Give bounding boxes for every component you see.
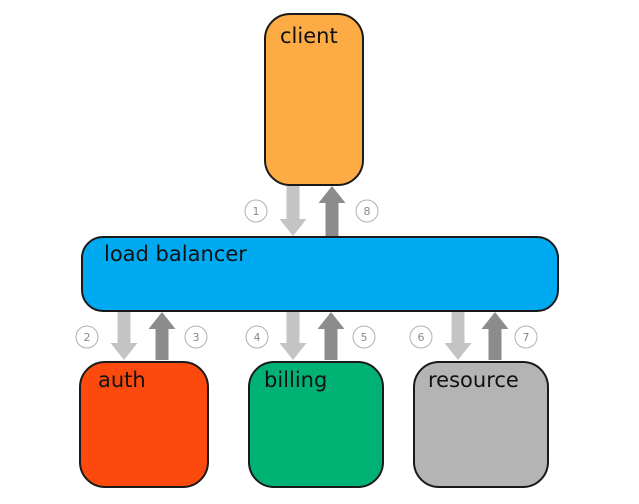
step-5-arrow [317,312,345,360]
step-3-arrow [148,312,176,360]
step-2-badge [75,325,99,349]
auth-node-label: auth [98,368,146,392]
step-4-number: 4 [254,331,261,344]
load-balancer-node: load balancer [81,236,559,312]
billing-node-label: billing [264,368,328,392]
auth-node: auth [79,361,209,488]
step-6-number: 6 [418,331,425,344]
step-3-number: 3 [193,331,200,344]
step-1-badge [244,199,268,223]
step-1-arrow [279,186,307,236]
step-6-badge [409,325,433,349]
step-7-number: 7 [523,331,530,344]
step-7-badge [514,325,538,349]
step-2-arrow [110,312,138,360]
step-2-number: 2 [84,331,91,344]
step-8-badge [355,199,379,223]
resource-node-label: resource [428,368,519,392]
load-balancer-node-label: load balancer [104,242,247,266]
step-1-number: 1 [253,205,260,218]
step-4-arrow [279,312,307,360]
step-3-badge [184,325,208,349]
step-4-badge [245,325,269,349]
client-node-label: client [280,24,338,48]
step-5-number: 5 [361,331,368,344]
step-7-arrow [481,312,509,360]
client-node: client [264,13,364,186]
step-8-arrow [318,186,346,236]
billing-node: billing [248,361,384,488]
resource-node: resource [413,361,549,488]
step-8-number: 8 [364,205,371,218]
step-6-arrow [444,312,472,360]
step-5-badge [352,325,376,349]
